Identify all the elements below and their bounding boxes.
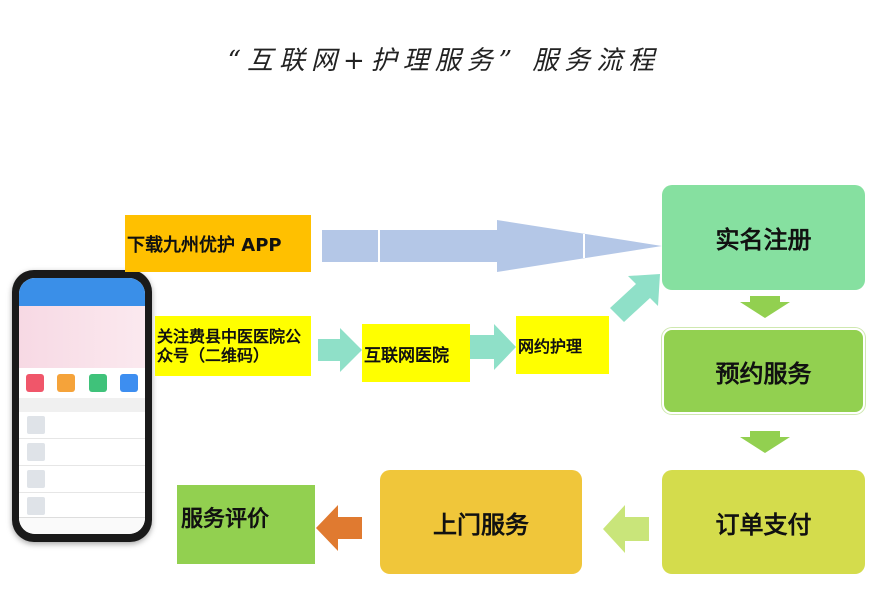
step-internet-hospital: 互联网医院 — [362, 324, 470, 382]
left-arrow-orange — [316, 505, 362, 551]
app-service-icons — [19, 368, 145, 398]
app-hot-section-header — [19, 398, 145, 412]
app-banner-image — [19, 306, 145, 368]
app-list-item — [19, 412, 145, 439]
step-book-nursing: 网约护理 — [516, 316, 609, 374]
step-download-app: 下载九州优护 APP — [125, 215, 311, 272]
app-header-bar — [19, 278, 145, 306]
step-follow-wechat: 关注费县中医医院公众号（二维码） — [155, 316, 311, 376]
list-thumbnail — [27, 416, 45, 434]
teal-arrow-1 — [318, 328, 362, 372]
app-list-item — [19, 439, 145, 466]
list-thumbnail — [27, 470, 45, 488]
app-tab-bar — [19, 517, 145, 534]
step-pay: 订单支付 — [662, 470, 865, 574]
service-icon — [120, 374, 139, 392]
service-icon — [88, 374, 107, 392]
phone-mockup — [12, 270, 152, 542]
app-list-item — [19, 466, 145, 493]
big-arrow-right — [322, 220, 662, 272]
teal-arrow-diagonal — [610, 274, 660, 322]
left-arrow-green — [603, 505, 649, 553]
list-thumbnail — [27, 443, 45, 461]
service-icon — [57, 374, 76, 392]
step-register: 实名注册 — [662, 185, 865, 290]
down-arrow-2 — [740, 431, 790, 453]
service-icon — [25, 374, 44, 392]
step-reserve: 预约服务 — [662, 328, 865, 414]
page-title: “互联网+护理服务” 服务流程 — [227, 46, 661, 76]
down-arrow-1 — [740, 296, 790, 318]
teal-arrow-2 — [470, 324, 516, 370]
step-home-service: 上门服务 — [380, 470, 582, 574]
app-list-item — [19, 493, 145, 520]
step-evaluate: 服务评价 — [177, 485, 315, 564]
list-thumbnail — [27, 497, 45, 515]
phone-screen — [19, 278, 145, 534]
